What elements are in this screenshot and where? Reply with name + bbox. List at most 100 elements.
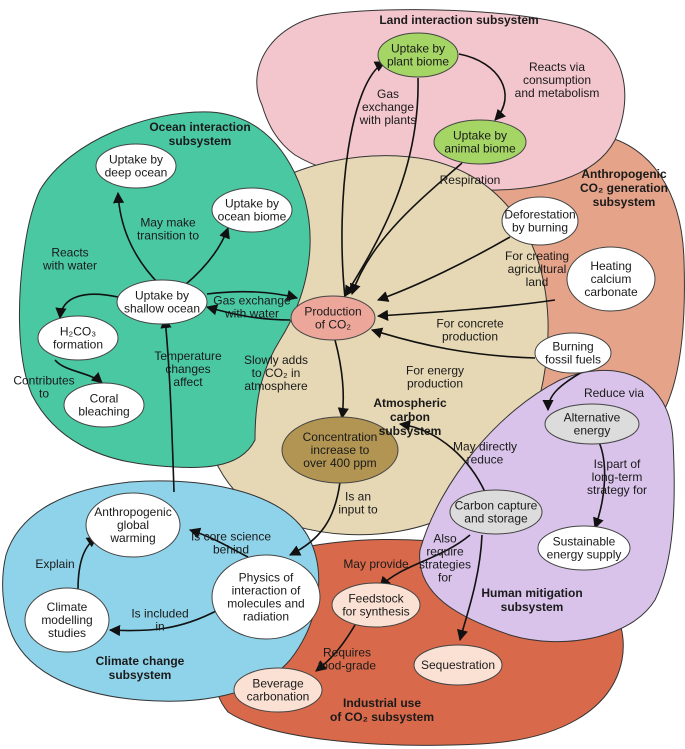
edge-production-to-concentration [334,339,349,420]
edge-production-to-shallow [205,304,291,321]
node-concentration-shape [281,416,399,484]
edge-concentration-to-physics [288,481,341,556]
edge-shallow-to-ocean-biome [184,226,230,286]
node-beverage-shape [233,667,323,713]
node-sequestration: Sequestration [413,644,503,686]
edge-shallow-to-production [206,290,299,301]
node-feedstock-shape [331,582,421,628]
edge-label-may-provide: May provide [343,557,409,571]
node-alternative-shape [544,403,640,445]
edge-physics-to-modelling [108,609,219,637]
edge-h2co3-to-coral [54,359,103,384]
edge-deforestation-to-production [376,236,511,302]
edge-capture-to-concentration [398,419,486,493]
node-sequestration-label: Sequestration [421,658,495,672]
edge-label-reduce-via: Reduce via [584,386,644,400]
subsystem-title-land: Land interaction subsystem [379,13,538,27]
node-sustainable-shape [537,525,631,571]
node-physics-shape [211,554,321,640]
edge-capture-to-sequestration [457,534,483,642]
edge-feedstock-to-beverage [315,624,356,672]
edge-heating-to-production [376,299,556,321]
node-production-shape [290,295,376,341]
node-uptake-deep-shape [95,143,177,189]
edge-physics-to-warming [188,527,249,558]
edge-shallow-to-deep [112,191,161,286]
edge-burning-to-production [370,327,536,359]
edge-burning-to-alternative [542,371,583,412]
node-h2co3-shape [37,315,119,361]
node-coral-shape [63,382,145,428]
node-uptake-animal-shape [433,119,527,165]
edge-capture-to-feedstock [379,534,471,588]
node-burning-shape [534,332,612,374]
edge-warming-to-shallow [160,316,175,493]
edges [54,53,606,672]
node-global-warming-shape [85,492,181,558]
node-uptake-shallow-shape [116,279,208,325]
edge-label-explain: Explain [35,557,74,571]
node-deforestation-shape [501,196,579,246]
edge-label-respiration: Respiration [440,173,501,187]
edge-animal-to-production [349,162,463,296]
